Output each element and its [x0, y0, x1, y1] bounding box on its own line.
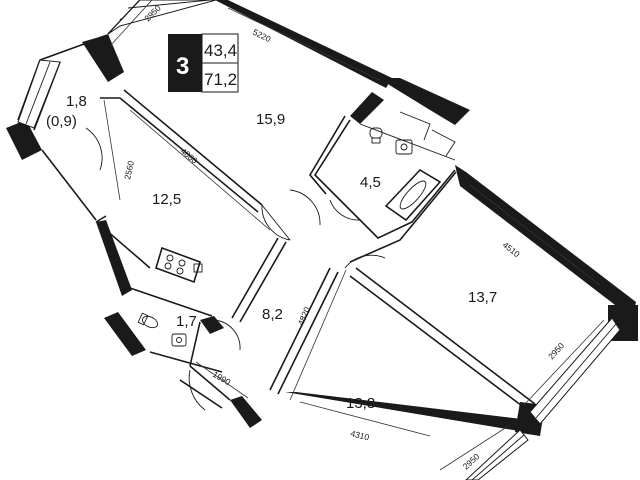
room-count: 3: [176, 53, 189, 80]
fixtures: [137, 111, 456, 347]
dim-5220: 5220: [251, 27, 273, 44]
kitchen-area: 12,5: [152, 191, 181, 208]
area-badge: 3 43,4 71,2: [168, 33, 239, 93]
dim-2950-right: 2950: [546, 340, 566, 361]
door-swing-bath: [329, 199, 361, 221]
dim-1990: 1990: [211, 369, 233, 387]
bedroom-bottom-area: 13,8: [346, 395, 375, 412]
sink-icon: [395, 139, 413, 155]
doors: [85, 127, 386, 411]
door-swing-entry: [188, 369, 206, 411]
outer-walls: [6, 0, 638, 436]
wc-area: 1,7: [176, 313, 197, 330]
wc-sink-icon: [171, 333, 187, 347]
total-area-value: 71,2: [204, 70, 237, 89]
toilet-icon: [369, 127, 383, 144]
dim-4880: 4880: [179, 146, 200, 166]
room-labels: 15,9 1,8 (0,9) 12,5 4,5 1,7 8,2 13,7 13,…: [46, 93, 497, 412]
balcony-area: 1,8: [66, 93, 87, 110]
hall-area: 8,2: [262, 306, 283, 323]
door-swing-kitchen: [261, 204, 291, 241]
door-swing-wc: [211, 319, 241, 351]
door-swing-bedroom: [344, 254, 386, 269]
door-swing-room: [289, 189, 321, 226]
door-swing-balcony: [85, 127, 103, 171]
stove-icon: [155, 246, 203, 284]
balcony-area-sub: (0,9): [46, 113, 77, 130]
living-area-value: 43,4: [204, 41, 237, 60]
wc-toilet-icon: [137, 312, 159, 329]
dim-2560: 2560: [122, 160, 136, 181]
bedroom-right-area: 13,7: [468, 289, 497, 306]
dimension-lines: [103, 0, 605, 471]
dim-4310: 4310: [350, 428, 371, 442]
room-area-top: 15,9: [256, 111, 285, 128]
bathroom-area: 4,5: [360, 174, 381, 191]
room-count-box: [168, 34, 202, 92]
dim-4820: 4820: [296, 305, 312, 327]
windows: [17, 0, 621, 480]
dim-4510: 4510: [501, 240, 522, 260]
bathtub-icon: [384, 168, 442, 222]
